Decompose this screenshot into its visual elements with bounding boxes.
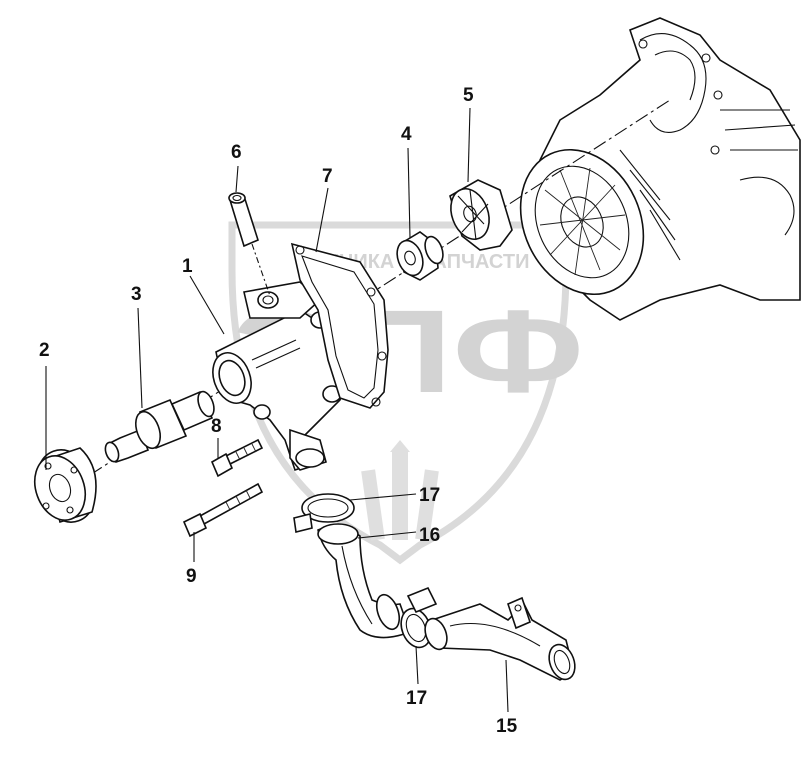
- callout-3: 3: [131, 284, 142, 305]
- callout-labels: 1 2 3 4 5 6 7 8 9 15 16 17 17: [39, 85, 518, 737]
- callout-1: 1: [182, 256, 193, 277]
- part-9-long-bolt: [182, 482, 264, 538]
- callout-2: 2: [39, 340, 50, 361]
- callout-4: 4: [401, 124, 412, 145]
- part-2-pulley-hub: [33, 447, 97, 524]
- part-5-impeller: [449, 179, 513, 251]
- callout-6: 6: [231, 142, 242, 163]
- part-4-seal: [396, 231, 444, 281]
- callout-17-lower: 17: [406, 688, 427, 709]
- part-17-lower-clamp: [400, 586, 438, 649]
- callout-9: 9: [186, 566, 197, 587]
- callout-5: 5: [463, 85, 474, 106]
- callout-15: 15: [496, 716, 518, 737]
- leader-lines: [45, 107, 509, 713]
- part-7-gasket: [290, 242, 389, 409]
- callout-7: 7: [322, 166, 333, 187]
- callout-16: 16: [419, 525, 440, 546]
- part-8-short-bolt: [210, 438, 264, 478]
- engine-block: [519, 17, 801, 321]
- part-15-pipe: [424, 596, 576, 681]
- part-6-sleeve: [228, 192, 271, 297]
- callout-8: 8: [211, 416, 222, 437]
- part-17-upper-clamp: [293, 493, 355, 533]
- part-16-hose: [317, 523, 412, 639]
- part-1-pump-body: [212, 281, 351, 472]
- callout-17-upper: 17: [419, 485, 440, 506]
- part-3-shaft-bearing: [104, 390, 215, 463]
